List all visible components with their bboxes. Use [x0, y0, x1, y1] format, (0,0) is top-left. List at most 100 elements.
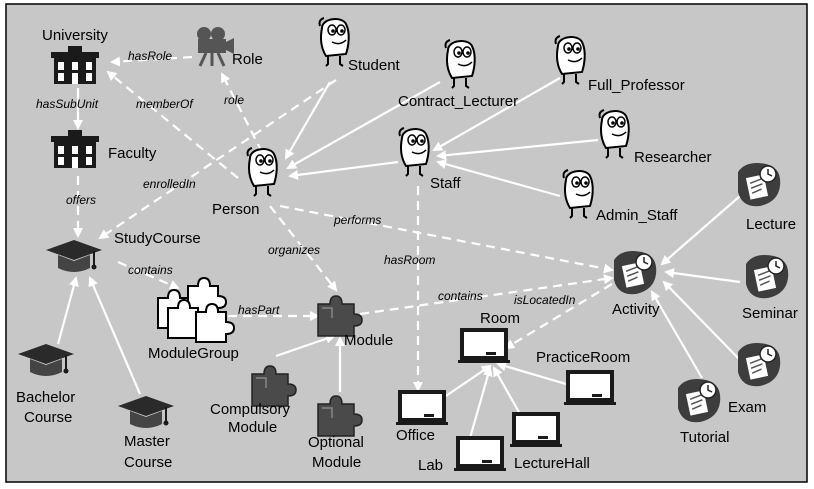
edge-label-role: role — [224, 93, 244, 107]
edge-label-has-role: hasRole — [128, 49, 172, 63]
node-label-person: Person — [212, 201, 260, 218]
edge-label-has-part: hasPart — [238, 303, 280, 317]
edge-member-of — [106, 70, 239, 179]
edge-lecture-activity — [660, 195, 741, 266]
node-label-study-course: StudyCourse — [114, 230, 201, 247]
node-label-staff: Staff — [430, 175, 461, 192]
edge-admin-staff — [436, 159, 561, 198]
node-label-seminar: Seminar — [742, 305, 798, 322]
node-compulsory-module[interactable]: Compulsory Module — [210, 365, 297, 436]
edge-office-room — [439, 364, 492, 401]
edge-is-located-in — [504, 283, 613, 350]
node-office[interactable]: Office — [396, 390, 448, 444]
edge-student-person — [284, 81, 331, 160]
edge-contains-activity — [359, 274, 614, 316]
edge-enrolled-in — [98, 79, 337, 240]
edge-label-is-located-in: isLocatedIn — [514, 293, 576, 307]
node-master-course[interactable]: Master Course — [117, 395, 175, 471]
node-label-master-course-1: Master — [124, 433, 170, 450]
node-practice-room[interactable]: PracticeRoom — [536, 349, 630, 405]
edge-lecturehall-room — [493, 366, 521, 415]
node-label-university: University — [42, 27, 108, 44]
edge-practice-room — [496, 361, 567, 386]
node-optional-module[interactable]: Optional Module — [308, 395, 364, 471]
node-tutorial[interactable]: Tutorial — [677, 378, 729, 446]
node-study-course[interactable]: StudyCourse — [45, 230, 201, 273]
edge-label-offers: offers — [66, 193, 96, 207]
edge-labels: hasRole hasSubUnit memberOf role offers … — [36, 49, 576, 317]
node-label-practice-room: PracticeRoom — [536, 349, 630, 366]
node-admin-staff[interactable]: Admin_Staff — [562, 169, 679, 224]
edge-tutorial-activity — [650, 290, 703, 379]
chalkboard-icon — [458, 328, 510, 363]
node-module-group[interactable]: ModuleGroup — [148, 277, 239, 362]
node-label-full-professor: Full_Professor — [588, 77, 685, 94]
node-seminar[interactable]: Seminar — [742, 254, 798, 322]
node-label-module-group: ModuleGroup — [148, 345, 239, 362]
node-label-bachelor-course-2: Course — [24, 409, 72, 426]
edge-seminar-activity — [664, 268, 741, 284]
node-label-compulsory-module-1: Compulsory — [210, 401, 291, 418]
edge-label-has-sub-unit: hasSubUnit — [36, 97, 99, 111]
edge-label-member-of: memberOf — [136, 97, 194, 111]
node-full-professor[interactable]: Full_Professor — [554, 35, 685, 94]
node-label-module: Module — [344, 332, 393, 349]
node-module[interactable]: Module — [317, 295, 393, 349]
edges — [56, 55, 741, 439]
node-lecture[interactable]: Lecture — [737, 162, 796, 233]
edge-label-contains-course: contains — [128, 263, 173, 277]
node-label-admin-staff: Admin_Staff — [596, 207, 678, 224]
node-exam[interactable]: Exam — [728, 342, 781, 416]
edge-label-performs: performs — [333, 213, 381, 227]
edge-staff-person — [288, 160, 399, 180]
node-university[interactable]: University — [42, 27, 108, 84]
node-label-tutorial: Tutorial — [680, 429, 729, 446]
edge-label-has-room: hasRoom — [384, 253, 435, 267]
edge-label-enrolled-in: enrolledIn — [143, 177, 196, 191]
chalkboard-icon — [510, 412, 562, 447]
node-lab[interactable]: Lab — [418, 436, 506, 474]
node-label-bachelor-course-1: Bachelor — [16, 389, 75, 406]
node-activity[interactable]: Activity — [612, 250, 660, 318]
chalkboard-icon — [396, 390, 448, 425]
node-researcher[interactable]: Researcher — [598, 109, 712, 166]
edge-organizes — [269, 205, 338, 292]
edge-researcher-staff — [436, 138, 599, 161]
node-room[interactable]: Room — [458, 310, 520, 363]
edge-label-organizes: organizes — [268, 243, 320, 257]
node-faculty[interactable]: Faculty — [51, 130, 157, 168]
node-lecture-hall[interactable]: LectureHall — [510, 412, 590, 472]
node-label-room: Room — [480, 310, 520, 327]
node-label-office: Office — [396, 427, 435, 444]
edge-has-role — [110, 55, 193, 67]
node-bachelor-course[interactable]: Bachelor Course — [16, 343, 75, 426]
edge-label-contains-activity: contains — [438, 289, 483, 303]
edge-professor-staff — [432, 77, 561, 151]
node-label-researcher: Researcher — [634, 149, 712, 166]
edge-master-course — [88, 276, 142, 395]
edge-lab-room — [468, 366, 493, 439]
edge-compulsory-module — [275, 333, 336, 358]
node-role[interactable]: Role — [195, 25, 263, 68]
node-label-lab: Lab — [418, 457, 443, 474]
node-label-activity: Activity — [612, 301, 660, 318]
node-label-exam: Exam — [728, 399, 766, 416]
edge-bachelor-course — [56, 276, 79, 345]
node-label-role: Role — [232, 51, 263, 68]
node-contract-lecturer[interactable]: Contract_Lecturer — [398, 39, 518, 110]
chalkboard-icon — [454, 436, 506, 471]
node-label-master-course-2: Course — [124, 454, 172, 471]
node-student[interactable]: Student — [318, 17, 401, 74]
chalkboard-icon — [564, 370, 616, 405]
node-label-lecture: Lecture — [746, 216, 796, 233]
edge-contract-lecturer-person — [286, 81, 441, 169]
node-label-lecture-hall: LectureHall — [514, 455, 590, 472]
edge-contains-course — [117, 260, 180, 290]
node-label-optional-module-1: Optional — [308, 434, 364, 451]
node-person[interactable]: Person — [212, 147, 278, 218]
node-label-optional-module-2: Module — [312, 454, 361, 471]
node-staff[interactable]: Staff — [398, 127, 462, 192]
node-label-faculty: Faculty — [108, 145, 157, 162]
